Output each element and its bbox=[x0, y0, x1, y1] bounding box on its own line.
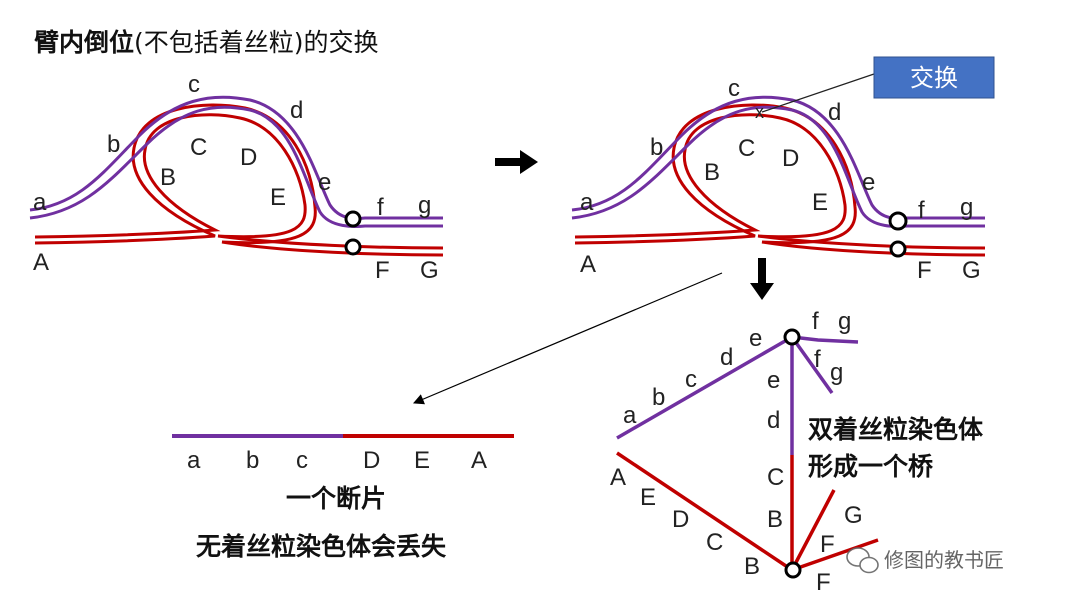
bridge-purple-diagonal bbox=[616, 335, 793, 440]
left-label-B: B bbox=[160, 164, 176, 191]
right-diagram: x 交换 a b c d e f g A B C D E F G bbox=[571, 56, 995, 284]
bridge-label-E: E bbox=[640, 484, 656, 511]
right-label-C: C bbox=[738, 135, 755, 162]
right-label-f: f bbox=[918, 197, 925, 224]
left-label-g: g bbox=[418, 192, 431, 219]
fragment-label-D: D bbox=[363, 447, 380, 474]
bridge-red-arm-F bbox=[791, 538, 879, 572]
right-purple-arc bbox=[571, 95, 985, 228]
bridge-label-g: g bbox=[838, 308, 851, 335]
down-arrow-icon bbox=[750, 258, 774, 300]
left-label-G: G bbox=[420, 257, 439, 284]
wechat-icon bbox=[846, 547, 879, 574]
page-title: 臂内倒位(不包括着丝粒)的交换 bbox=[34, 28, 379, 57]
watermark-text: 修图的教书匠 bbox=[884, 548, 1004, 572]
bridge-label-C: C bbox=[706, 529, 723, 556]
bridge-arm-label-g: g bbox=[830, 359, 843, 386]
centromere-icon bbox=[784, 561, 802, 579]
centromere-icon bbox=[344, 238, 362, 256]
bridge-label-e: e bbox=[749, 325, 762, 352]
callout-box bbox=[873, 56, 995, 99]
fragment-pointer-arrow bbox=[413, 272, 723, 405]
bridge-label-c: c bbox=[685, 366, 697, 393]
bridge-caption-1: 双着丝粒染色体 bbox=[808, 415, 984, 444]
centromere-icon bbox=[888, 211, 908, 231]
fragment-label-A: A bbox=[471, 447, 487, 474]
bridge-caption-2: 形成一个桥 bbox=[808, 452, 933, 481]
left-purple-arc bbox=[29, 95, 443, 228]
bridge-red-arm-G bbox=[790, 489, 836, 571]
bridge-label-A: A bbox=[610, 464, 626, 491]
centromere-icon bbox=[889, 240, 907, 258]
left-label-D: D bbox=[240, 144, 257, 171]
left-label-d: d bbox=[290, 97, 303, 124]
right-label-g: g bbox=[960, 194, 973, 221]
bridge-label-f: f bbox=[812, 308, 819, 335]
title-bold: 臂内倒位 bbox=[34, 28, 134, 57]
callout-text: 交换 bbox=[910, 64, 958, 92]
dicentric-bridge: a b c d e f g e d f g A E D C B F C B G … bbox=[610, 308, 984, 596]
left-label-C: C bbox=[190, 134, 207, 161]
left-diagram: a b c d e f g A B C D E F G bbox=[29, 71, 444, 284]
right-arrow-icon bbox=[495, 150, 538, 174]
right-label-c: c bbox=[728, 75, 740, 102]
fragment-label-a: a bbox=[187, 447, 201, 474]
left-label-e: e bbox=[318, 169, 331, 196]
right-label-G: G bbox=[962, 257, 981, 284]
bridge-label-B: B bbox=[744, 553, 760, 580]
right-label-D: D bbox=[782, 145, 799, 172]
right-label-A: A bbox=[580, 251, 596, 278]
fragment-label-E: E bbox=[414, 447, 430, 474]
centromere-icon bbox=[344, 210, 362, 228]
bridge-label-D: D bbox=[672, 506, 689, 533]
bridge-arm-label-e: e bbox=[767, 367, 780, 394]
fragment-label-b: b bbox=[246, 447, 259, 474]
watermark: 修图的教书匠 bbox=[846, 547, 1004, 574]
left-label-a: a bbox=[33, 189, 47, 216]
callout-leader bbox=[761, 73, 875, 113]
bridge-purple-arm-fg bbox=[791, 335, 859, 344]
right-label-B: B bbox=[704, 159, 720, 186]
right-label-d: d bbox=[828, 99, 841, 126]
bridge-label-a: a bbox=[623, 402, 637, 429]
bridge-arm-label-C: C bbox=[767, 464, 784, 491]
bridge-red-diagonal bbox=[616, 451, 793, 572]
bridge-arm-label-G: G bbox=[844, 502, 863, 529]
fragment-caption-1: 一个断片 bbox=[286, 484, 386, 513]
crossover-mark: x bbox=[755, 102, 764, 122]
bridge-label-b: b bbox=[652, 384, 665, 411]
bridge-label-d: d bbox=[720, 344, 733, 371]
left-label-f: f bbox=[377, 194, 384, 221]
bridge-label-F: F bbox=[816, 569, 831, 596]
title-rest: (不包括着丝粒)的交换 bbox=[134, 28, 379, 57]
bridge-arm-label-d: d bbox=[767, 407, 780, 434]
left-label-F: F bbox=[375, 257, 390, 284]
bridge-arm-label-F: F bbox=[820, 531, 835, 558]
right-label-E: E bbox=[812, 189, 828, 216]
left-label-A: A bbox=[33, 249, 49, 276]
centromere-icon bbox=[783, 328, 801, 346]
left-label-b: b bbox=[107, 131, 120, 158]
right-label-a: a bbox=[580, 189, 594, 216]
right-label-e: e bbox=[862, 169, 875, 196]
bridge-arm-label-f: f bbox=[814, 346, 821, 373]
fragment-label-c: c bbox=[296, 447, 308, 474]
left-label-E: E bbox=[270, 184, 286, 211]
fragment-caption-2: 无着丝粒染色体会丢失 bbox=[196, 532, 447, 561]
right-label-b: b bbox=[650, 134, 663, 161]
right-label-F: F bbox=[917, 257, 932, 284]
left-label-c: c bbox=[188, 71, 200, 98]
bridge-arm-label-B: B bbox=[767, 506, 783, 533]
acentric-fragment: a b c D E A 一个断片 无着丝粒染色体会丢失 bbox=[172, 434, 514, 561]
bridge-purple-arm-fg2 bbox=[790, 335, 834, 395]
